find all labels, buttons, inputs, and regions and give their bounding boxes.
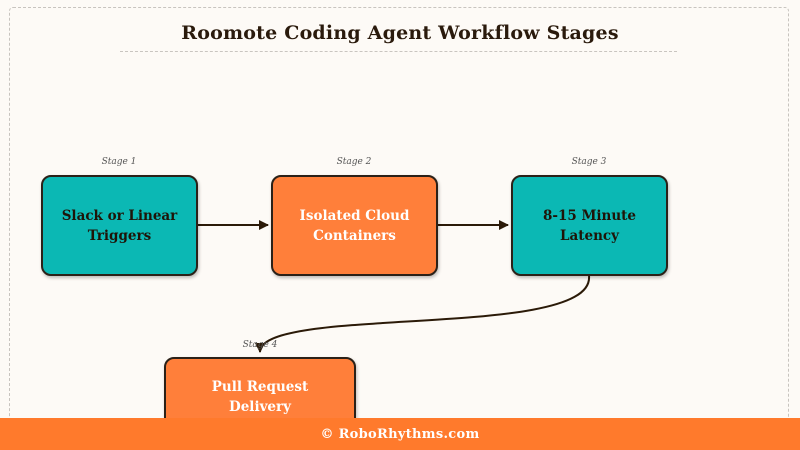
stage-2-label: Stage 2 [336, 157, 372, 167]
stage-3-node: 8-15 Minute Latency [511, 175, 668, 276]
diagram-title: Roomote Coding Agent Workflow Stages [181, 22, 619, 44]
stage-4-label: Stage 4 [242, 340, 278, 350]
stage-4-text: Pull Request Delivery [211, 379, 309, 415]
stage-3-text: 8-15 Minute Latency [542, 207, 636, 244]
footer-bar: © RoboRhythms.com [0, 418, 800, 450]
stage-2-text: Isolated Cloud Containers [299, 207, 410, 244]
stage-1-text: Slack or Linear Triggers [61, 207, 178, 244]
footer-copyright: © RoboRhythms.com [320, 426, 480, 442]
stage-2-node: Isolated Cloud Containers [271, 175, 438, 276]
connector-stage3-stage4 [255, 275, 591, 353]
title-divider [120, 51, 677, 52]
stage-3-label: Stage 3 [571, 157, 607, 167]
stage-1-label: Stage 1 [101, 157, 137, 167]
stage-1-node: Slack or Linear Triggers [41, 175, 198, 276]
